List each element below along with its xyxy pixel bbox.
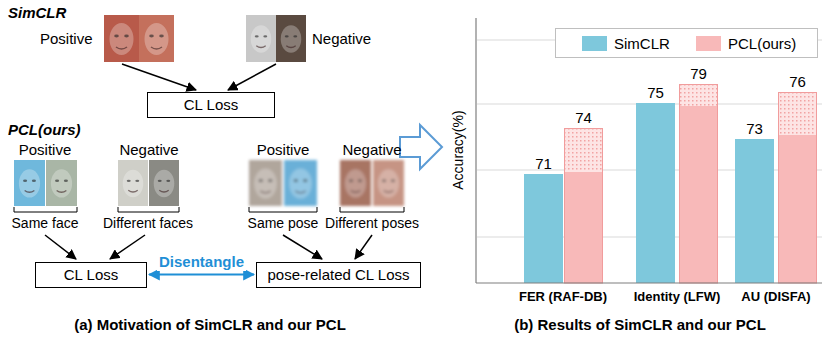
simclr-bar	[636, 103, 675, 283]
disentangle-arrow	[149, 274, 254, 276]
face	[289, 168, 312, 198]
face	[145, 23, 169, 55]
photo	[284, 160, 317, 206]
value-label: 71	[535, 155, 552, 172]
photo	[14, 160, 45, 206]
pair-label: Negative	[342, 141, 401, 158]
box-text: CL Loss	[184, 96, 238, 113]
photo	[246, 15, 276, 62]
y-axis	[475, 18, 476, 283]
photo	[118, 160, 148, 206]
face	[345, 169, 366, 197]
flow-arrow	[122, 64, 196, 90]
face	[254, 168, 277, 198]
loss-box: CL Loss	[35, 262, 147, 288]
flow-arrow	[283, 235, 322, 259]
flow-arrow	[355, 235, 372, 259]
value-label: 73	[746, 120, 763, 137]
flow-arrow	[228, 64, 276, 90]
face	[19, 169, 40, 197]
bracket	[249, 207, 317, 212]
hollow-arrow	[400, 125, 442, 169]
pcl-bar	[778, 135, 817, 283]
pair-note: Same pose	[248, 215, 319, 231]
gain-hatch	[679, 84, 718, 106]
axis-title: Accuracy(%)	[450, 110, 466, 189]
legend-swatch	[582, 36, 607, 51]
pair-label: Positive	[40, 30, 93, 47]
photo	[149, 160, 179, 206]
value-label: 74	[575, 109, 592, 126]
photo	[340, 160, 371, 206]
photo	[104, 15, 139, 62]
legend-swatch	[696, 36, 721, 51]
pair-label: Negative	[119, 141, 178, 158]
category-label: Identity (LFW)	[634, 290, 721, 305]
face	[51, 169, 72, 197]
legend-text: PCL(ours)	[728, 35, 796, 52]
pair-note: Different faces	[103, 215, 193, 231]
simclr-bar	[735, 139, 774, 283]
pcl-bar	[564, 172, 603, 283]
legend-text: SimCLR	[614, 35, 670, 52]
photo	[46, 160, 77, 206]
category-label: FER (RAF-DB)	[519, 290, 607, 305]
box-text: pose-related CL Loss	[267, 266, 409, 283]
flow-arrow	[45, 235, 76, 259]
photo	[373, 160, 404, 206]
face-photo	[104, 15, 306, 62]
value-label: 76	[789, 73, 806, 90]
subcaption: (b) Results of SimCLR and our PCL	[514, 316, 766, 333]
panel-name: PCL(ours)	[8, 121, 81, 138]
photo	[139, 15, 174, 62]
face	[378, 169, 399, 197]
face	[251, 25, 272, 52]
legend-box: SimCLR PCL(ours)	[555, 28, 818, 58]
bar-outline	[779, 93, 817, 284]
face	[281, 25, 302, 52]
pair-label: Positive	[19, 141, 72, 158]
face	[154, 170, 175, 197]
face	[110, 23, 134, 55]
pair-label: Positive	[257, 141, 310, 158]
bracket	[340, 207, 404, 212]
gain-hatch	[564, 128, 603, 172]
photo	[276, 15, 306, 62]
category-label: AU (DISFA)	[741, 290, 810, 305]
bar-outline	[680, 85, 718, 284]
bracket	[14, 207, 77, 212]
simclr-bar	[524, 174, 563, 283]
pair-label: Negative	[312, 30, 371, 47]
pair-note: Same face	[12, 215, 79, 231]
pair-note: Different poses	[325, 215, 419, 231]
loss-box: CL Loss	[147, 92, 275, 118]
face-photo	[14, 160, 179, 206]
x-axis	[476, 282, 822, 283]
loss-box: pose-related CL Loss	[256, 262, 421, 288]
box-text: CL Loss	[64, 266, 118, 283]
flow-arrow	[110, 235, 145, 259]
bar-outline	[565, 129, 603, 284]
gain-hatch	[778, 92, 817, 135]
pose-photo	[249, 160, 404, 206]
value-label: 79	[690, 65, 707, 82]
bracket	[118, 207, 179, 212]
face	[123, 170, 144, 197]
panel-name: SimCLR	[8, 4, 66, 21]
value-label: 75	[647, 84, 664, 101]
photo	[249, 160, 282, 206]
pcl-bar	[679, 106, 718, 283]
subcaption: (a) Motivation of SimCLR and our PCL	[74, 316, 346, 333]
bars	[524, 84, 817, 283]
edge-label: Disentangle	[157, 253, 246, 270]
